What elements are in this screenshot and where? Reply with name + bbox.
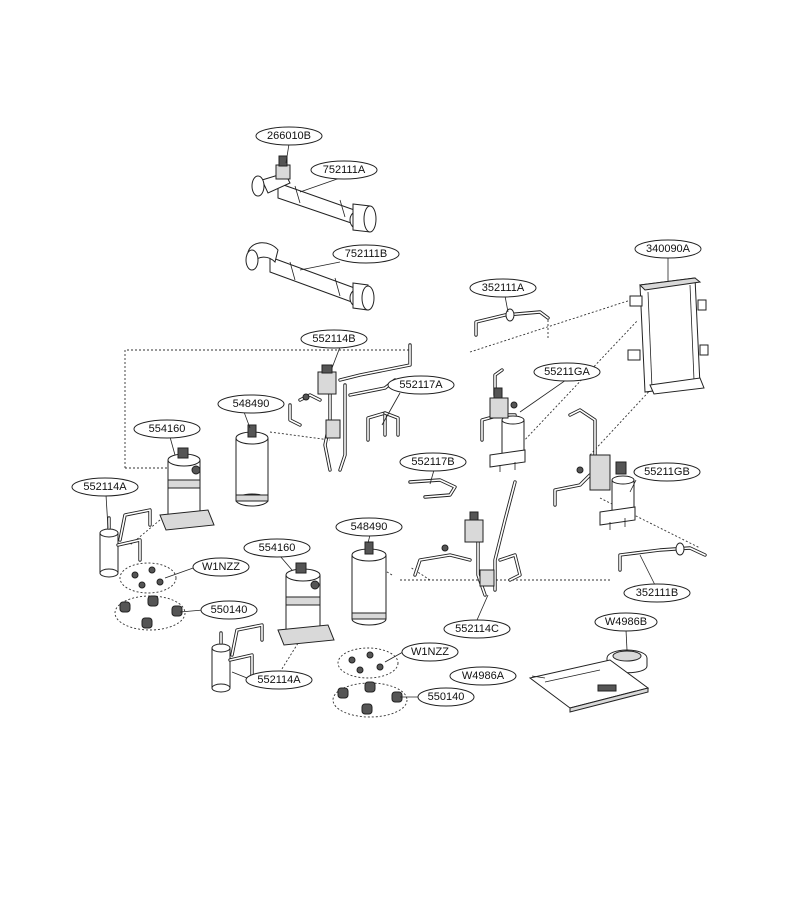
- leader-lines: [105, 143, 669, 698]
- label-552114b: 552114B: [300, 329, 368, 349]
- label-552117b: 552117B: [399, 452, 467, 472]
- label-w4986a: W4986A: [449, 666, 517, 686]
- label-w1nzz-top: W1NZZ: [192, 557, 250, 577]
- pipe-352111b: [618, 542, 707, 572]
- label-w1nzz-bottom: W1NZZ: [401, 642, 459, 662]
- pipe-assembly-552114c: [413, 480, 522, 597]
- pipe-352111a: [474, 308, 550, 337]
- accumulator-552114a-top: [99, 508, 152, 578]
- pipe-assembly-552114b: [288, 343, 412, 472]
- label-text: 340090A: [646, 243, 691, 255]
- label-548490-top: 548490: [217, 394, 285, 414]
- label-text: W1NZZ: [411, 646, 449, 658]
- label-550140-bottom: 550140: [417, 687, 475, 707]
- pipe-552117b: [408, 478, 457, 499]
- accumulator-552114a-bottom: [211, 623, 264, 693]
- label-text: 554160: [259, 542, 296, 554]
- label-266010b: 266010B: [255, 126, 323, 146]
- valve-assembly-55211gb: [553, 408, 636, 530]
- label-548490-bottom: 548490: [335, 517, 403, 537]
- label-554160-bottom: 554160: [243, 538, 311, 558]
- label-text: 266010B: [267, 130, 311, 142]
- label-552117a: 552117A: [387, 375, 455, 395]
- label-550140-top: 550140: [200, 600, 258, 620]
- label-text: 55211GB: [644, 466, 690, 478]
- label-text: W4986B: [605, 616, 647, 628]
- base-plate-w4986a: [528, 659, 650, 713]
- label-55211ga: 55211GA: [533, 362, 601, 382]
- label-554160-top: 554160: [133, 419, 201, 439]
- label-w4986b: W4986B: [594, 612, 658, 632]
- label-text: 352111B: [636, 587, 678, 599]
- label-text: 554160: [149, 423, 186, 435]
- label-552114a-bottom: 552114A: [245, 670, 313, 690]
- label-340090a: 340090A: [634, 239, 702, 259]
- grommets-top: [119, 566, 183, 629]
- label-text: 752111B: [345, 248, 387, 260]
- label-352111a: 352111A: [469, 278, 537, 298]
- label-text: 352111A: [482, 282, 525, 294]
- label-text: 550140: [211, 604, 248, 616]
- valve-assembly-55211ga: [480, 368, 526, 472]
- accumulator-548490-top: [235, 424, 269, 507]
- heat-exchanger-752111b: [245, 242, 375, 311]
- part-labels: 266010B 752111A 752111B 340090A 352111A …: [71, 126, 702, 707]
- label-text: 752111A: [323, 164, 366, 176]
- label-552114a-top: 552114A: [71, 477, 139, 497]
- label-text: 548490: [351, 521, 388, 533]
- label-text: 55211GA: [544, 366, 590, 378]
- label-text: 552114A: [257, 674, 301, 686]
- label-text: 552117A: [399, 379, 443, 391]
- heat-exchanger-752111a: [251, 155, 377, 233]
- label-text: 552114B: [312, 333, 355, 345]
- label-752111b: 752111B: [332, 244, 400, 264]
- grommets-bottom: [337, 651, 403, 715]
- label-text: 552114C: [455, 623, 499, 635]
- cover-w4986b: [606, 649, 648, 674]
- compressor-554160-top: [159, 447, 215, 531]
- label-text: W1NZZ: [202, 561, 240, 573]
- accumulator-548490-bottom: [351, 541, 387, 626]
- label-752111a: 752111A: [310, 160, 378, 180]
- label-text: 548490: [233, 398, 270, 410]
- label-text: 550140: [428, 691, 465, 703]
- pipe-552117a: [366, 411, 400, 442]
- label-text: 552114A: [83, 481, 127, 493]
- label-352111b: 352111B: [623, 583, 691, 603]
- label-text: 552117B: [411, 456, 454, 468]
- label-552114c: 552114C: [443, 619, 511, 639]
- label-55211gb: 55211GB: [633, 462, 701, 482]
- plate-heat-exchanger-340090a: [627, 277, 709, 395]
- label-text: W4986A: [462, 670, 505, 682]
- compressor-554160-bottom: [277, 562, 335, 646]
